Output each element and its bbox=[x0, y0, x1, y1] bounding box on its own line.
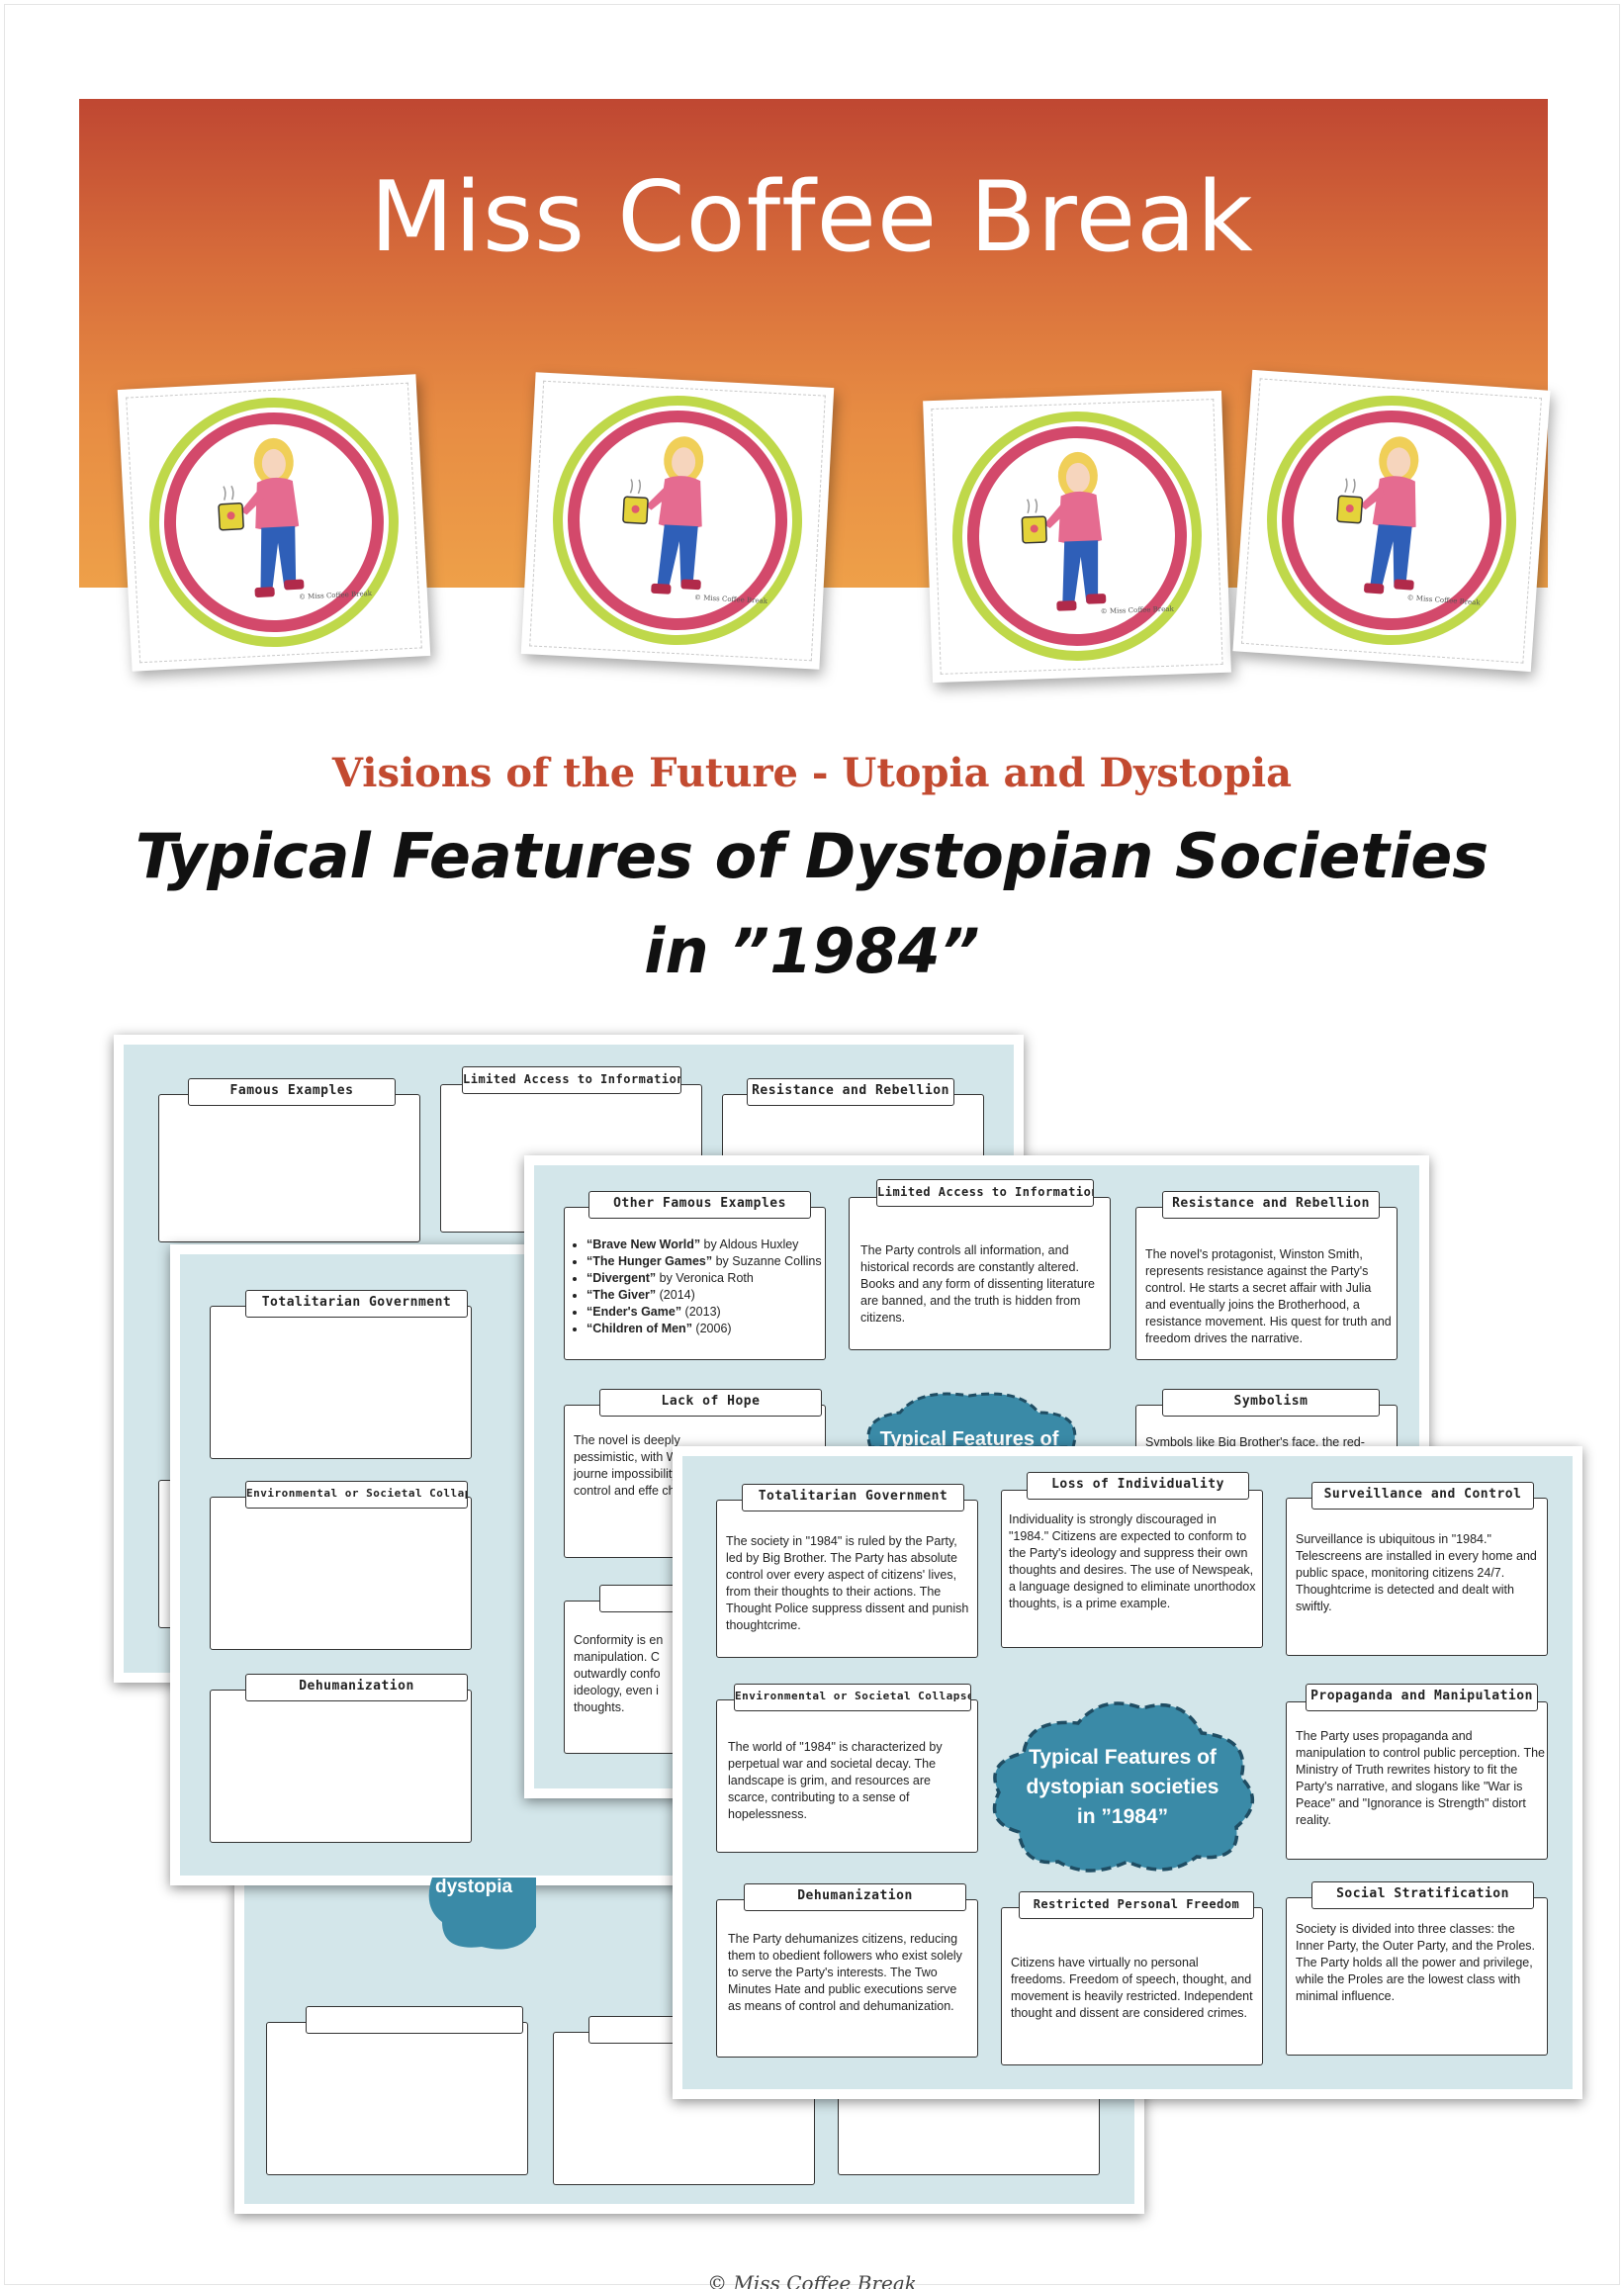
section-label: Limited Access to Information bbox=[876, 1179, 1094, 1207]
cloud-title-fragment: Typical Features of bbox=[879, 1428, 1059, 1450]
answer-box bbox=[1001, 1490, 1263, 1648]
section-label: Surveillance and Control bbox=[1311, 1482, 1534, 1510]
section-label bbox=[306, 2006, 523, 2034]
section-label: Symbolism bbox=[1162, 1389, 1380, 1417]
example-detail: (2014) bbox=[656, 1288, 695, 1302]
page-title-line2: in ”1984” bbox=[644, 915, 980, 987]
section-label: Limited Access to Information bbox=[462, 1066, 681, 1094]
section-label: Loss of Individuality bbox=[1027, 1472, 1249, 1500]
cloud-shape bbox=[428, 1877, 536, 1950]
brand-title: Miss Coffee Break bbox=[370, 161, 1254, 274]
section-text: The society in "1984" is ruled by the Pa… bbox=[726, 1534, 969, 1632]
section-text: The Party dehumanizes citizens, reducing… bbox=[728, 1932, 962, 2013]
example-detail: by Aldous Huxley bbox=[700, 1237, 799, 1251]
page-title: Typical Features of Dystopian Societies … bbox=[0, 809, 1624, 999]
section-text: Surveillance is ubiquitous in "1984." Te… bbox=[1296, 1532, 1537, 1613]
examples-list: “Brave New World” by Aldous Huxley“The H… bbox=[572, 1236, 824, 1337]
page-subtitle: Visions of the Future - Utopia and Dysto… bbox=[331, 750, 1293, 796]
section-text: The world of "1984" is characterized by … bbox=[728, 1740, 943, 1821]
answer-box bbox=[564, 1207, 826, 1360]
section-label: Propaganda and Manipulation bbox=[1306, 1684, 1538, 1711]
section-label: Totalitarian Government bbox=[245, 1290, 468, 1318]
answer-box bbox=[1286, 1897, 1548, 2056]
page-title-line1: Typical Features of Dystopian Societies bbox=[135, 820, 1489, 892]
section-label: Totalitarian Government bbox=[742, 1484, 964, 1511]
page-frame bbox=[4, 4, 1620, 2285]
answer-box bbox=[1286, 1498, 1548, 1656]
answer-box bbox=[1286, 1701, 1548, 1860]
section-text: The Party controls all information, and … bbox=[860, 1243, 1095, 1325]
section-text: Symbols like Big Brother's face, the red… bbox=[1145, 1435, 1365, 1449]
section-text: Society is divided into three classes: t… bbox=[1296, 1922, 1536, 2003]
avatar-sticker: © Miss Coffee Break bbox=[117, 374, 431, 672]
section-text: The Party uses propaganda and manipulati… bbox=[1296, 1729, 1546, 1827]
section-label: Other Famous Examples bbox=[588, 1191, 811, 1219]
section-text: The novel's protagonist, Winston Smith, … bbox=[1145, 1247, 1392, 1345]
section-text: Conformity is en manipulation. C outward… bbox=[574, 1633, 664, 1714]
section-label: Social Stratification bbox=[1311, 1881, 1534, 1909]
section-label: Environmental or Societal Collapse bbox=[245, 1481, 468, 1509]
section-label: Dehumanization bbox=[744, 1883, 966, 1911]
answer-box bbox=[266, 2022, 528, 2175]
answer-box bbox=[1001, 1907, 1263, 2065]
answer-box bbox=[210, 1497, 472, 1650]
cloud-title-line1: Typical Features of bbox=[1029, 1746, 1217, 1769]
example-detail: by Veronica Roth bbox=[656, 1271, 754, 1285]
svg-text:© Miss Coffee Break: © Miss Coffee Break bbox=[694, 594, 768, 605]
cloud-title: Typical Features of dystopian societies … bbox=[1009, 1743, 1236, 1832]
avatar-illustration: © Miss Coffee Break bbox=[148, 398, 399, 648]
avatar-illustration: © Miss Coffee Break bbox=[553, 396, 803, 646]
answer-box bbox=[158, 1094, 420, 1242]
section-text: Citizens have virtually no personal free… bbox=[1011, 1956, 1253, 2020]
avatar-illustration: © Miss Coffee Break bbox=[1267, 396, 1517, 646]
answer-box bbox=[716, 1699, 978, 1853]
example-item: “Ender's Game” (2013) bbox=[586, 1304, 824, 1321]
answer-box bbox=[1135, 1207, 1398, 1360]
svg-text:© Miss Coffee Break: © Miss Coffee Break bbox=[1101, 605, 1175, 616]
answer-box bbox=[716, 1500, 978, 1658]
avatar-sticker: © Miss Coffee Break bbox=[1232, 369, 1551, 673]
avatar-illustration: © Miss Coffee Break bbox=[951, 412, 1202, 662]
example-title: “Brave New World” bbox=[586, 1237, 701, 1251]
example-item: “The Hunger Games” by Suzanne Collins bbox=[586, 1253, 824, 1270]
answer-box bbox=[210, 1306, 472, 1459]
example-title: “The Giver” bbox=[586, 1288, 657, 1302]
example-item: “Brave New World” by Aldous Huxley bbox=[586, 1236, 824, 1253]
section-label: Environmental or Societal Collapse bbox=[734, 1684, 971, 1711]
example-detail: (2006) bbox=[691, 1322, 732, 1335]
cloud-title-line2: dystopian societies bbox=[1026, 1776, 1219, 1798]
worksheet-filled-front: Totalitarian Government The society in "… bbox=[673, 1446, 1582, 2099]
section-label: Resistance and Rebellion bbox=[747, 1078, 954, 1106]
example-detail: (2013) bbox=[681, 1305, 721, 1319]
section-label: Dehumanization bbox=[245, 1674, 468, 1701]
example-title: “Divergent” bbox=[586, 1271, 657, 1285]
example-title: “The Hunger Games” bbox=[586, 1254, 713, 1268]
worksheet-background: Totalitarian Government The society in "… bbox=[682, 1456, 1573, 2089]
example-item: “Children of Men” (2006) bbox=[586, 1321, 824, 1337]
cloud-shape bbox=[866, 1392, 1077, 1447]
example-item: “The Giver” (2014) bbox=[586, 1287, 824, 1304]
answer-box bbox=[716, 1899, 978, 2058]
answer-box bbox=[849, 1197, 1111, 1350]
section-label: Restricted Personal Freedom bbox=[1019, 1891, 1254, 1919]
cloud-title-line3: in ”1984” bbox=[1076, 1805, 1169, 1828]
example-item: “Divergent” by Veronica Roth bbox=[586, 1270, 824, 1287]
cloud-shape bbox=[992, 1701, 1255, 1873]
svg-text:© Miss Coffee Break: © Miss Coffee Break bbox=[1406, 594, 1481, 606]
section-label: Lack of Hope bbox=[599, 1389, 822, 1417]
cloud-title-fragment: dystopia bbox=[435, 1877, 513, 1897]
answer-box bbox=[210, 1690, 472, 1843]
example-detail: by Suzanne Collins bbox=[712, 1254, 822, 1268]
section-text: Individuality is strongly discouraged in… bbox=[1009, 1512, 1256, 1610]
avatar-sticker: © Miss Coffee Break bbox=[923, 390, 1231, 684]
copyright-notice: © Miss Coffee Break bbox=[707, 2271, 917, 2289]
svg-text:© Miss Coffee Break: © Miss Coffee Break bbox=[299, 590, 373, 601]
example-title: “Children of Men” bbox=[586, 1322, 692, 1335]
example-title: “Ender's Game” bbox=[586, 1305, 682, 1319]
section-label: Resistance and Rebellion bbox=[1162, 1191, 1380, 1219]
section-label: Famous Examples bbox=[188, 1078, 396, 1106]
avatar-sticker: © Miss Coffee Break bbox=[520, 372, 835, 670]
